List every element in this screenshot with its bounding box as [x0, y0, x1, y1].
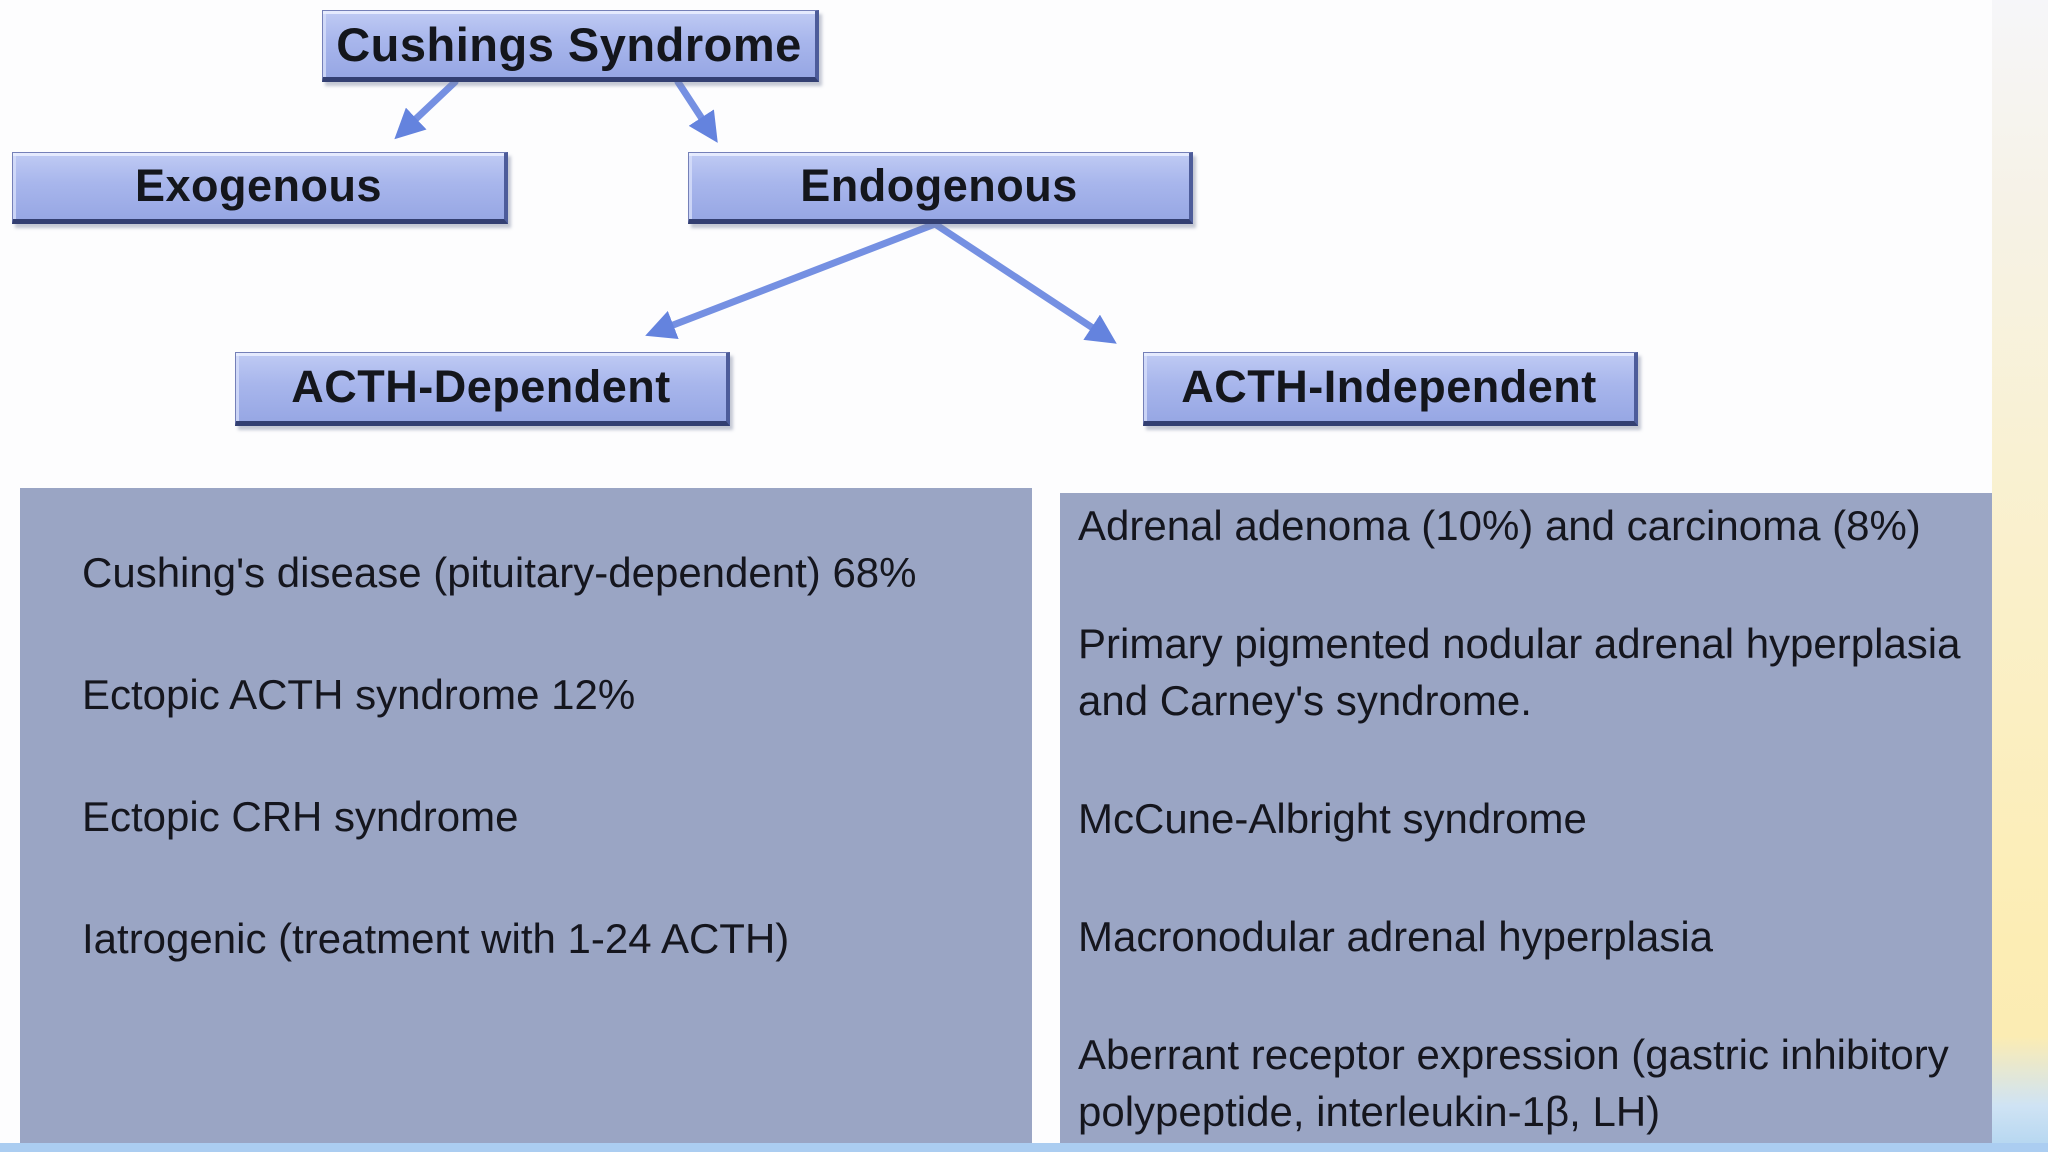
arrow-root-to-endogenous — [674, 78, 718, 143]
node-cushings-syndrome: Cushings Syndrome — [322, 10, 819, 82]
right-gradient-strip — [1992, 0, 2048, 1152]
node-endogenous-label: Endogenous — [800, 160, 1078, 211]
list-item: Ectopic ACTH syndrome 12% — [82, 671, 636, 718]
node-acth-independent: ACTH-Independent — [1143, 352, 1638, 426]
list-item: Ectopic CRH syndrome — [82, 793, 519, 840]
list-item: Cushing's disease (pituitary-dependent) … — [82, 549, 917, 596]
list-item: Aberrant receptor expression (gastric in… — [1078, 1031, 1961, 1135]
node-exogenous: Exogenous — [12, 152, 508, 224]
panel-acth-independent-causes: Adrenal adenoma (10%) and carcinoma (8%)… — [1060, 493, 1992, 1143]
list-item: Adrenal adenoma (10%) and carcinoma (8%) — [1078, 502, 1921, 549]
list-item: Primary pigmented nodular adrenal hyperp… — [1078, 620, 1973, 724]
node-acth-dependent-label: ACTH-Dependent — [291, 361, 671, 412]
list-item: McCune-Albright syndrome — [1078, 795, 1587, 842]
node-acth-independent-label: ACTH-Independent — [1181, 361, 1597, 412]
node-exogenous-label: Exogenous — [134, 160, 383, 211]
node-cushings-syndrome-label: Cushings Syndrome — [336, 17, 802, 71]
bottom-blue-strip — [0, 1143, 2048, 1152]
arrow-endogenous-to-acth-independent — [931, 220, 1117, 344]
panel-acth-dependent-causes: Cushing's disease (pituitary-dependent) … — [20, 488, 1032, 1143]
node-endogenous: Endogenous — [688, 152, 1193, 224]
list-item: Macronodular adrenal hyperplasia — [1078, 913, 1714, 960]
node-acth-dependent: ACTH-Dependent — [235, 352, 730, 426]
list-item: Iatrogenic (treatment with 1-24 ACTH) — [82, 915, 790, 962]
arrow-root-to-exogenous — [394, 78, 459, 140]
arrow-endogenous-to-acth-dependent — [645, 220, 939, 340]
